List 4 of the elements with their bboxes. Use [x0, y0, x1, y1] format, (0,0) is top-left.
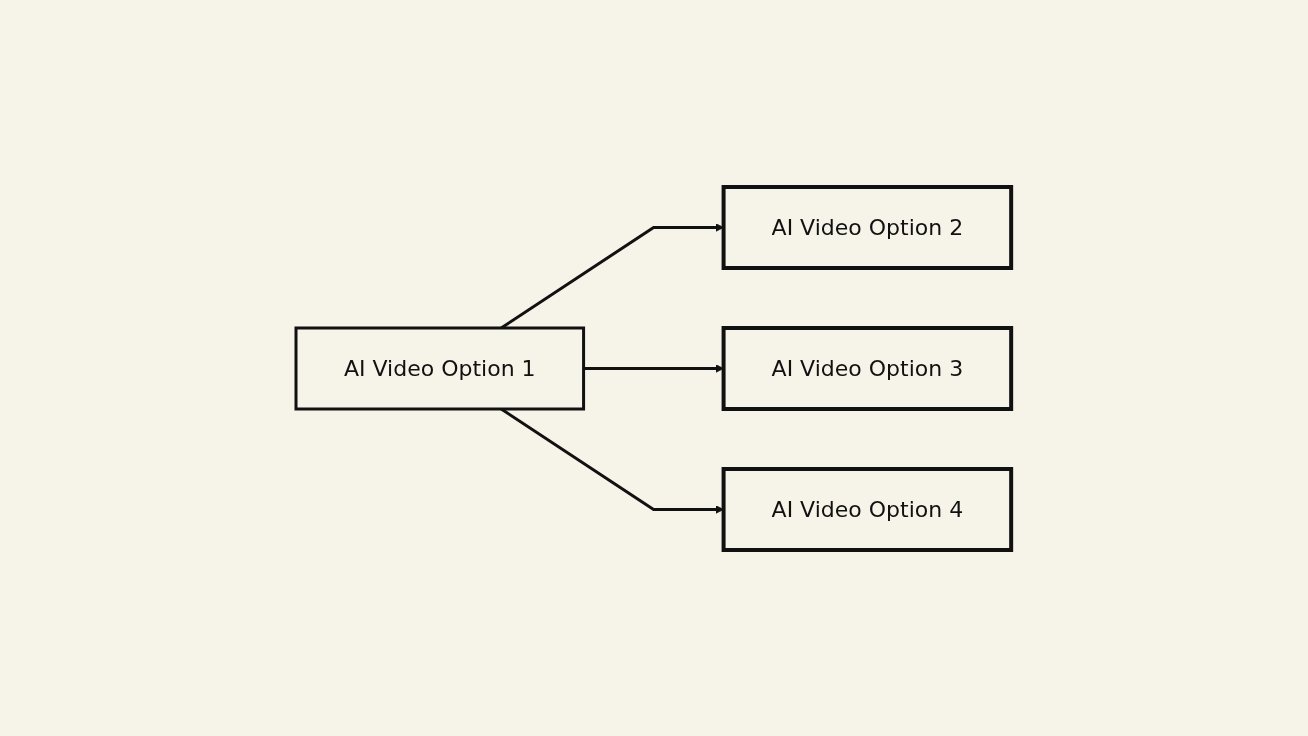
- node-box: AI Video Option 1: [294, 326, 586, 410]
- node-box: AI Video Option 2: [722, 184, 1014, 270]
- node-box: AI Video Option 3: [722, 325, 1014, 411]
- node-box: AI Video Option 4: [722, 466, 1014, 552]
